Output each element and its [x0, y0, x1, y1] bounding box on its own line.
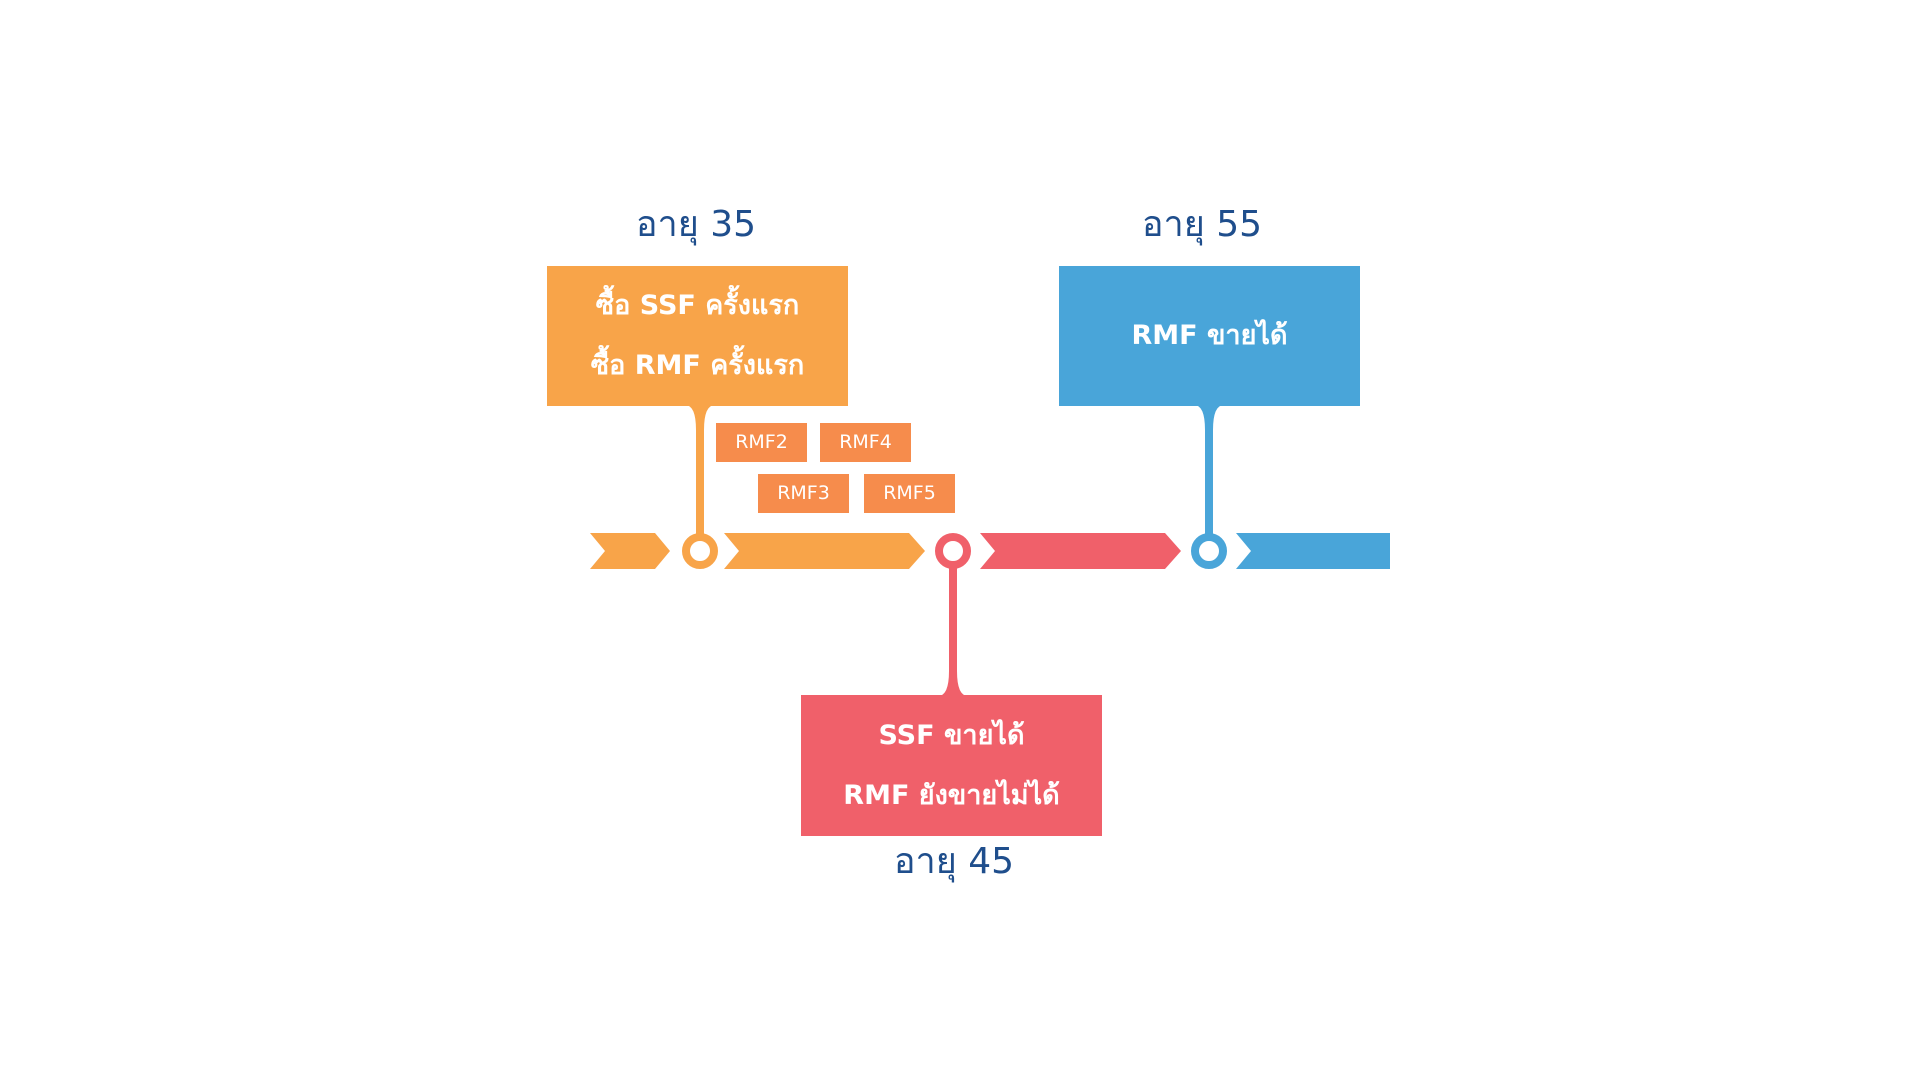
milestone-ring-age-45: [935, 533, 971, 569]
age-label-35: อายุ 35: [635, 204, 757, 245]
connector-age-35: [685, 405, 715, 534]
rmf-chip: RMF4: [820, 423, 911, 462]
rmf-chip: RMF5: [864, 474, 955, 513]
timeline-arrow-blue: [1236, 533, 1390, 569]
milestone-ring-age-35: [682, 533, 718, 569]
timeline-arrows: [590, 533, 1390, 569]
timeline-arrow-orange-start: [590, 533, 670, 569]
callout-age-35: ซื้อ SSF ครั้งแรก ซื้อ RMF ครั้งแรก: [547, 266, 848, 406]
timeline-arrow-orange-main: [724, 533, 925, 569]
callout-age-45: SSF ขายได้ RMF ยังขายไม่ได้: [801, 695, 1102, 836]
age-label-55: อายุ 55: [1141, 204, 1263, 245]
connector-age-45: [938, 568, 968, 696]
callout-age-45-line-1: SSF ขายได้: [878, 719, 1025, 751]
callout-age-35-line-2: ซื้อ RMF ครั้งแรก: [590, 350, 805, 381]
callout-age-55: RMF ขายได้: [1059, 266, 1360, 406]
rmf-chip: RMF3: [758, 474, 849, 513]
milestone-ring-age-55: [1191, 533, 1227, 569]
callout-age-55-line-1: RMF ขายได้: [1131, 320, 1288, 351]
rmf-chip: RMF2: [716, 423, 807, 462]
timeline-arrow-red: [980, 533, 1181, 569]
age-label-45: อายุ 45: [893, 841, 1015, 882]
callout-age-35-line-1: ซื้อ SSF ครั้งแรก: [595, 290, 800, 321]
connector-age-55: [1194, 405, 1224, 534]
callout-age-45-line-2: RMF ยังขายไม่ได้: [843, 779, 1060, 811]
